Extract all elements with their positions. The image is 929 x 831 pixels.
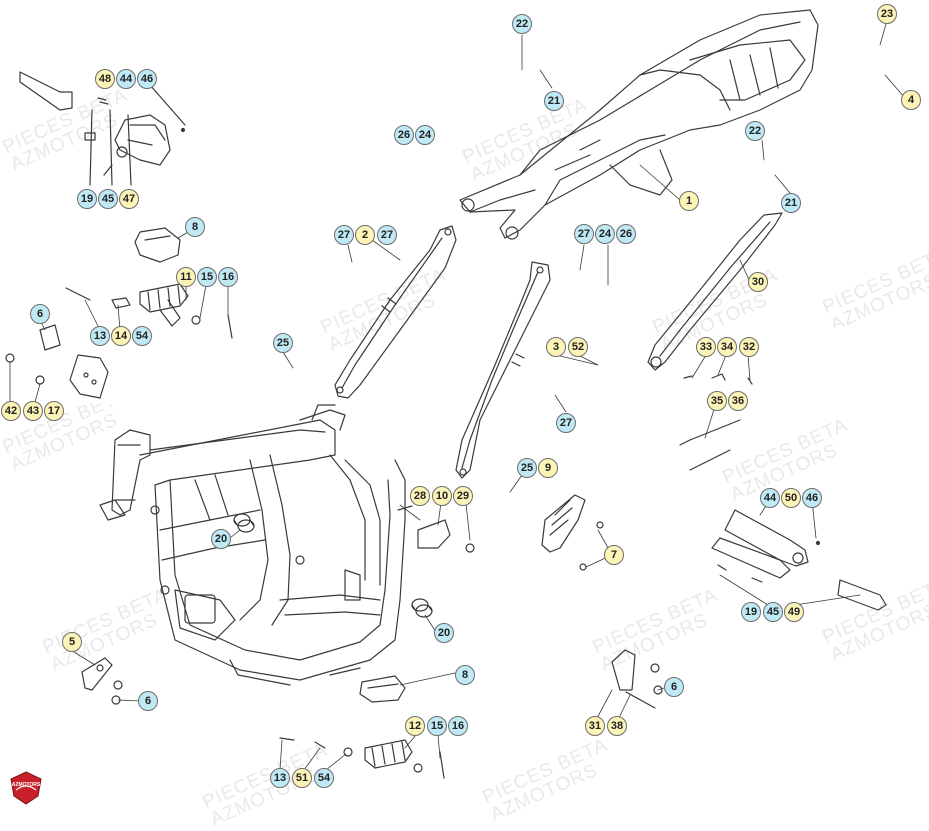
callout-20[interactable]: 20 [434, 623, 454, 643]
callout-8[interactable]: 8 [185, 217, 205, 237]
callout-2[interactable]: 2 [355, 225, 375, 245]
callout-28[interactable]: 28 [410, 486, 430, 506]
callout-21[interactable]: 21 [544, 91, 564, 111]
callout-11[interactable]: 11 [176, 267, 196, 287]
parts-artwork [5, 9, 906, 779]
callout-47[interactable]: 47 [119, 189, 139, 209]
callout-44[interactable]: 44 [116, 69, 136, 89]
callout-7[interactable]: 7 [604, 545, 624, 565]
callout-1[interactable]: 1 [679, 191, 699, 211]
callout-3[interactable]: 3 [546, 337, 566, 357]
callout-4[interactable]: 4 [901, 90, 921, 110]
callout-38[interactable]: 38 [607, 716, 627, 736]
callout-44[interactable]: 44 [760, 488, 780, 508]
logo-text: AZMOTORS [11, 782, 41, 788]
callout-25[interactable]: 25 [517, 458, 537, 478]
side-stand [647, 212, 783, 371]
callout-5[interactable]: 5 [62, 632, 82, 652]
callout-14[interactable]: 14 [111, 326, 131, 346]
callout-17[interactable]: 17 [44, 401, 64, 421]
callout-12[interactable]: 12 [405, 716, 425, 736]
left-passenger-peg-assembly [19, 71, 186, 186]
left-seat-rail [334, 225, 457, 399]
callout-54[interactable]: 54 [314, 768, 334, 788]
chain-guide [541, 494, 604, 571]
callout-26[interactable]: 26 [394, 125, 414, 145]
callout-6[interactable]: 6 [664, 677, 684, 697]
callout-19[interactable]: 19 [77, 189, 97, 209]
callout-45[interactable]: 45 [98, 189, 118, 209]
callout-48[interactable]: 48 [95, 69, 115, 89]
callout-15[interactable]: 15 [427, 716, 447, 736]
callout-22[interactable]: 22 [512, 14, 532, 34]
callout-27[interactable]: 27 [377, 225, 397, 245]
callout-33[interactable]: 33 [696, 337, 716, 357]
callout-31[interactable]: 31 [585, 716, 605, 736]
callout-9[interactable]: 9 [538, 458, 558, 478]
callout-10[interactable]: 10 [432, 486, 452, 506]
callout-27[interactable]: 27 [574, 224, 594, 244]
callout-24[interactable]: 24 [595, 224, 615, 244]
callout-45[interactable]: 45 [763, 602, 783, 622]
callout-35[interactable]: 35 [707, 391, 727, 411]
right-passenger-peg-assembly [711, 509, 887, 611]
right-footpeg [279, 737, 445, 779]
callout-30[interactable]: 30 [748, 272, 768, 292]
callout-21[interactable]: 21 [781, 193, 801, 213]
peg-rubber [134, 227, 181, 263]
callout-46[interactable]: 46 [802, 488, 822, 508]
bushing [411, 598, 433, 618]
callout-20[interactable]: 20 [211, 529, 231, 549]
callout-27[interactable]: 27 [334, 225, 354, 245]
azmotors-logo: AZMOTORS [8, 770, 44, 806]
callout-23[interactable]: 23 [877, 4, 897, 24]
slider-block [397, 505, 475, 553]
callout-6[interactable]: 6 [138, 691, 158, 711]
peg-rubber-lower [359, 675, 406, 703]
callout-15[interactable]: 15 [197, 267, 217, 287]
callout-6[interactable]: 6 [30, 304, 50, 324]
right-seat-rail [455, 261, 551, 479]
callout-22[interactable]: 22 [745, 121, 765, 141]
callout-51[interactable]: 51 [292, 768, 312, 788]
callout-34[interactable]: 34 [717, 337, 737, 357]
callout-24[interactable]: 24 [415, 125, 435, 145]
callout-50[interactable]: 50 [781, 488, 801, 508]
callout-8[interactable]: 8 [455, 665, 475, 685]
callout-26[interactable]: 26 [616, 224, 636, 244]
callout-52[interactable]: 52 [568, 337, 588, 357]
bushing [233, 513, 255, 533]
callout-42[interactable]: 42 [1, 401, 21, 421]
callout-19[interactable]: 19 [741, 602, 761, 622]
callout-36[interactable]: 36 [728, 391, 748, 411]
shield-icon [10, 771, 42, 805]
callout-25[interactable]: 25 [273, 333, 293, 353]
stand-bracket [611, 649, 663, 709]
callout-54[interactable]: 54 [132, 326, 152, 346]
callout-13[interactable]: 13 [270, 768, 290, 788]
callout-29[interactable]: 29 [453, 486, 473, 506]
callout-16[interactable]: 16 [218, 267, 238, 287]
callout-43[interactable]: 43 [23, 401, 43, 421]
main-frame [99, 404, 406, 686]
callout-46[interactable]: 46 [137, 69, 157, 89]
lower-bracket [81, 657, 123, 705]
callout-27[interactable]: 27 [556, 413, 576, 433]
stand-springs [679, 373, 753, 471]
callout-13[interactable]: 13 [90, 326, 110, 346]
callout-49[interactable]: 49 [784, 602, 804, 622]
callout-32[interactable]: 32 [739, 337, 759, 357]
callout-16[interactable]: 16 [448, 716, 468, 736]
rear-subframe [459, 9, 819, 240]
